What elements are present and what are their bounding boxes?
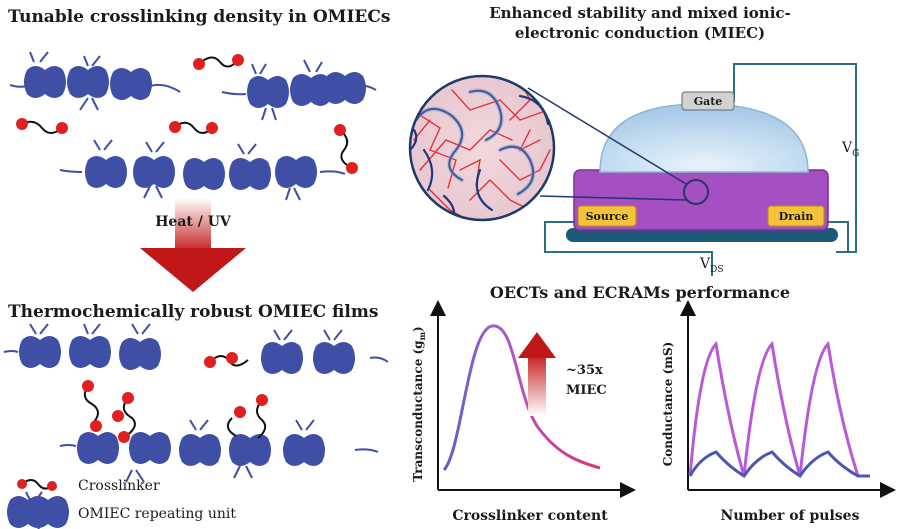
- drain-electrode: [767, 205, 825, 227]
- plot2-ylabel: Conductance (mS): [661, 342, 675, 467]
- increase-arrow: [518, 332, 556, 358]
- repeat-unit: [85, 156, 127, 188]
- zoom-spot: [683, 179, 709, 205]
- repeat-unit: [69, 336, 111, 368]
- polymer-chain-3: [59, 139, 346, 201]
- repeat-unit: [313, 342, 355, 374]
- free-crosslinkers: [16, 54, 358, 174]
- legend-crosslinker-symbol: [17, 479, 57, 491]
- vds-label: VDS: [699, 256, 724, 275]
- network-chain-top: [3, 323, 389, 363]
- device-schematic: Gate Source Drain VG VDS: [408, 63, 859, 276]
- repeat-unit: [183, 158, 225, 190]
- polymer-chain-2: [221, 59, 377, 121]
- conductance-trace-high: [688, 340, 870, 478]
- title-performance: OECTs and ECRAMs performance: [490, 283, 790, 302]
- plot1-xlabel: Crosslinker content: [452, 508, 608, 524]
- repeat-unit: [77, 432, 119, 464]
- network-chain-bottom: [59, 419, 379, 483]
- repeat-unit: [179, 434, 221, 466]
- process-arrow: Heat / UV: [140, 198, 246, 292]
- legend-unit-blob: [27, 496, 69, 528]
- repeat-unit: [129, 432, 171, 464]
- repeat-unit: [133, 156, 175, 188]
- gate-label: Gate: [694, 95, 723, 108]
- title-stability-line1: Enhanced stability and mixed ionic-: [489, 4, 791, 22]
- legend-crosslinker-label: Crosslinker: [78, 478, 160, 494]
- drain-label: Drain: [779, 210, 814, 223]
- plot-transconductance: ~35x MIEC Transconductance (gm) Crosslin…: [411, 300, 636, 524]
- bonded-crosslinker-beads: [82, 352, 268, 443]
- repeat-unit: [275, 156, 317, 188]
- repeat-unit: [67, 66, 109, 98]
- repeat-unit: [24, 66, 66, 98]
- transconductance-curve: [442, 324, 601, 472]
- annotation-35x: ~35x: [566, 363, 603, 378]
- source-label: Source: [586, 210, 629, 223]
- plot2-xlabel: Number of pulses: [721, 508, 860, 524]
- repeat-unit: [110, 68, 152, 100]
- legend: Crosslinker OMIEC repeating unit: [7, 478, 236, 529]
- conductance-trace-low: [688, 450, 870, 479]
- zoomed-network: [408, 74, 556, 222]
- repeat-unit: [283, 434, 325, 466]
- title-robust-films: Thermochemically robust OMIEC films: [8, 302, 378, 322]
- title-stability-line2: electronic conduction (MIEC): [515, 24, 765, 42]
- repeat-unit: [229, 158, 271, 190]
- annotation-miec: MIEC: [566, 383, 607, 398]
- arrow-label: Heat / UV: [155, 214, 232, 230]
- electrolyte-dome: [599, 103, 809, 173]
- vg-label: VG: [841, 140, 859, 159]
- repeat-unit: [261, 342, 303, 374]
- title-tunable: Tunable crosslinking density in OMIECs: [8, 7, 390, 27]
- repeat-unit: [119, 338, 161, 370]
- plot-conductance: Conductance (mS) Number of pulses: [661, 300, 896, 524]
- bonded-crosslinkers: [83, 355, 267, 439]
- polymer-chain-1: [9, 51, 181, 111]
- legend-unit-label: OMIEC repeating unit: [78, 506, 236, 522]
- vg-wire: [733, 63, 857, 253]
- source-electrode: [577, 205, 637, 227]
- repeat-unit: [247, 76, 289, 108]
- repeat-unit: [19, 336, 61, 368]
- plot1-ylabel: Transconductance (gm): [411, 326, 427, 481]
- repeat-unit: [324, 72, 366, 104]
- repeat-unit: [229, 434, 271, 466]
- substrate: [566, 228, 838, 242]
